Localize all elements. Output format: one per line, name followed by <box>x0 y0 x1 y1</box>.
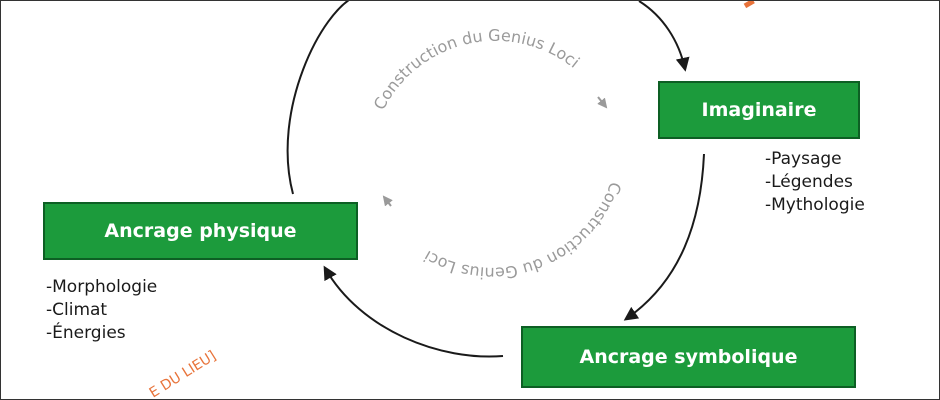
list-imaginaire: -Paysage -Légendes -Mythologie <box>765 148 865 217</box>
list-item: -Climat <box>46 300 108 320</box>
cycle-arc-bottom <box>323 265 504 358</box>
list-ancrage-physique: -Morphologie -Climat -Énergies <box>46 276 157 345</box>
list-item: -Paysage <box>765 149 842 169</box>
box-imaginaire: Imaginaire <box>658 81 860 139</box>
inner-label-bottom: Construction du Genius Loci <box>420 180 625 283</box>
inner-arrow-bottom <box>382 195 393 207</box>
partial-mark-top-right <box>743 1 755 9</box>
box-ancrage-symbolique-label: Ancrage symbolique <box>579 346 798 368</box>
cycle-arc-top <box>286 1 685 195</box>
cycle-arc-right <box>623 153 705 321</box>
box-imaginaire-label: Imaginaire <box>701 99 817 121</box>
box-ancrage-physique-label: Ancrage physique <box>104 220 297 242</box>
list-item: -Énergies <box>46 323 126 343</box>
partial-text-bottom-left: E DU LIEU] <box>147 348 219 400</box>
list-item: -Morphologie <box>46 277 158 297</box>
box-ancrage-physique: Ancrage physique <box>43 202 358 260</box>
list-item: -Mythologie <box>765 195 865 215</box>
list-item: -Légendes <box>765 172 853 192</box>
box-ancrage-symbolique: Ancrage symbolique <box>521 326 856 388</box>
inner-label-top: Construction du Genius Loci <box>370 26 584 113</box>
inner-arrow-top <box>597 96 608 109</box>
